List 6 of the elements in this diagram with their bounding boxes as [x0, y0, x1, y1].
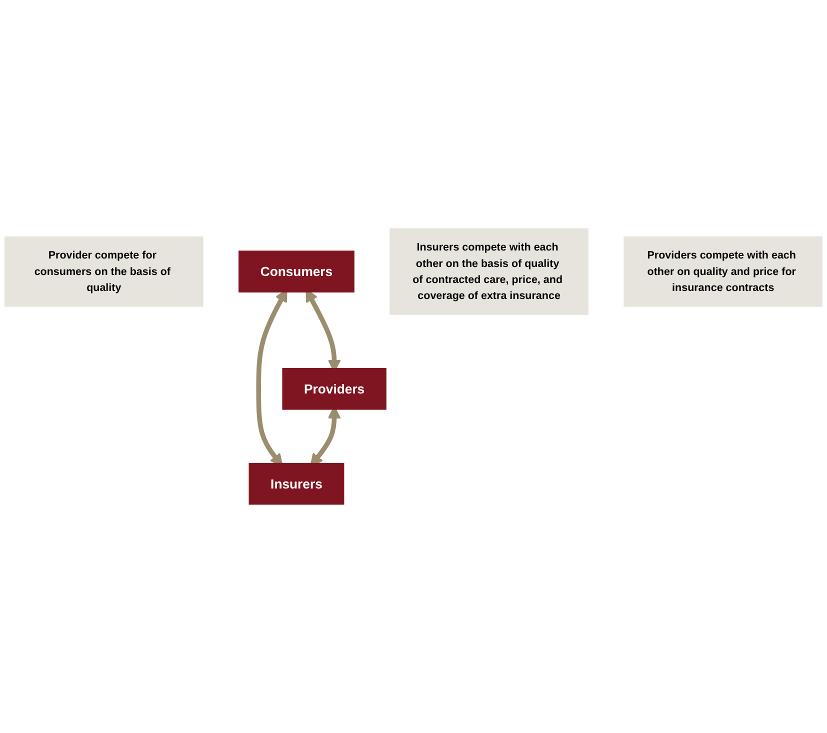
node-box: Insurers [248, 462, 344, 505]
node-box: Consumers [238, 250, 354, 292]
node-box: Providers compete with each other on quality and price for insurance contracts [624, 236, 823, 307]
node-box: Insurers compete with each other on the basis of quality of contracted care, price, and coverage of extra insurance [390, 228, 588, 315]
node-box: Providers [282, 368, 386, 410]
node-box: Provider compete for consumers on the basis of quality [4, 236, 204, 307]
